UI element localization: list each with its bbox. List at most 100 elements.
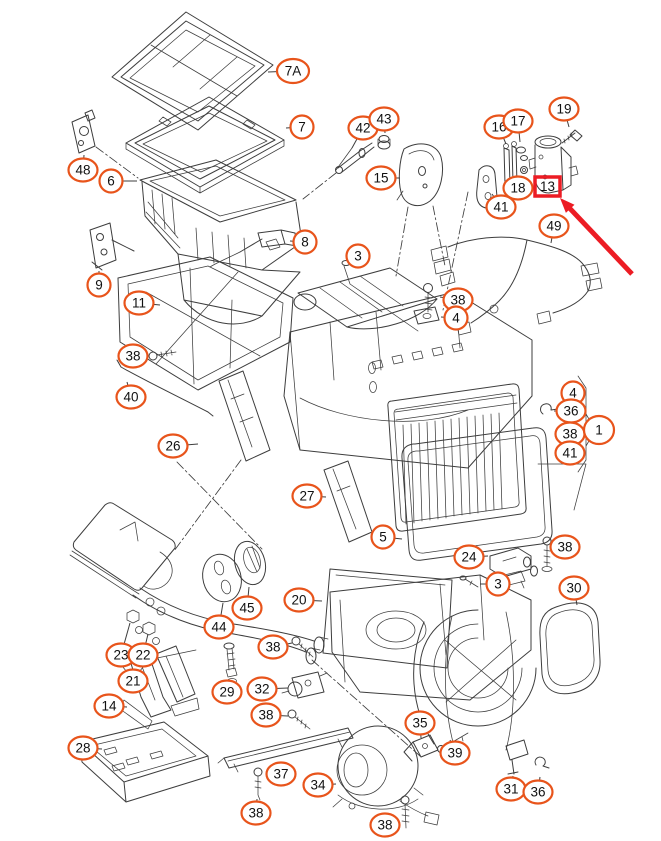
screw-38-left xyxy=(148,349,177,361)
callout-35[interactable]: 35 xyxy=(404,710,436,739)
callout-label: 39 xyxy=(447,746,462,761)
callout-label: 43 xyxy=(376,112,391,127)
rail-37 xyxy=(217,727,354,773)
callout-24[interactable]: 24 xyxy=(453,544,489,570)
callout-38[interactable]: 38 xyxy=(240,798,272,826)
highlighted-item-label: 13 xyxy=(540,179,555,194)
screw-38-panel xyxy=(291,636,314,658)
callout-45[interactable]: 45 xyxy=(231,586,263,621)
shaft-42-nut-43 xyxy=(335,135,391,174)
panel-20 xyxy=(322,568,453,669)
callout-6[interactable]: 6 xyxy=(98,168,138,194)
callout-label: 38 xyxy=(265,640,280,655)
callout-38[interactable]: 38 xyxy=(257,634,293,660)
callout-label: 38 xyxy=(377,818,392,833)
callout-19[interactable]: 19 xyxy=(548,96,580,128)
callout-17[interactable]: 17 xyxy=(502,108,534,143)
callout-38[interactable]: 38 xyxy=(369,812,401,838)
callout-40[interactable]: 40 xyxy=(115,381,147,410)
harness-49 xyxy=(430,236,603,336)
actuator-32 xyxy=(281,671,328,699)
callout-37[interactable]: 37 xyxy=(265,761,297,787)
callout-label: 11 xyxy=(132,296,146,311)
callout-38[interactable]: 38 xyxy=(549,534,581,560)
callout-9[interactable]: 9 xyxy=(86,271,112,298)
grommet-45 xyxy=(233,540,267,586)
rod-40 xyxy=(116,359,214,417)
callout-11[interactable]: 11 xyxy=(123,290,161,316)
callout-22[interactable]: 22 xyxy=(127,633,159,668)
callout-38[interactable]: 38 xyxy=(117,343,149,369)
callout-32[interactable]: 32 xyxy=(246,676,289,702)
screw-38-top xyxy=(423,283,433,313)
screw-38-under-rail xyxy=(253,767,263,801)
line-art xyxy=(69,11,603,829)
callout-label: 15 xyxy=(373,171,388,186)
callout-23[interactable]: 23 xyxy=(105,622,137,668)
callout-label: 9 xyxy=(95,278,103,293)
construction-lines xyxy=(95,146,469,757)
callout-26[interactable]: 26 xyxy=(157,433,199,459)
callout-label: 34 xyxy=(310,778,326,793)
callout-label: 1 xyxy=(595,423,603,438)
callout-36[interactable]: 36 xyxy=(522,776,554,805)
callout-21[interactable]: 21 xyxy=(117,668,149,694)
callout-3[interactable]: 3 xyxy=(345,243,371,269)
callout-label: 4 xyxy=(452,311,460,326)
callout-label: 38 xyxy=(258,708,273,723)
callout-4[interactable]: 4 xyxy=(440,305,469,331)
callout-8[interactable]: 8 xyxy=(289,229,318,255)
callout-label: 44 xyxy=(211,620,227,635)
callout-44[interactable]: 44 xyxy=(203,602,235,640)
motor-34 xyxy=(332,725,440,826)
callout-20[interactable]: 20 xyxy=(283,587,323,613)
callout-label: 3 xyxy=(494,577,502,592)
bracket-48 xyxy=(71,109,96,154)
callout-label: 4 xyxy=(569,386,577,401)
callout-49[interactable]: 49 xyxy=(538,213,570,244)
callout-label: 42 xyxy=(355,121,370,136)
callout-27[interactable]: 27 xyxy=(291,483,327,509)
callout-5[interactable]: 5 xyxy=(370,524,403,550)
callout-39[interactable]: 39 xyxy=(439,739,471,766)
callout-label: 8 xyxy=(301,235,309,250)
callout-label: 36 xyxy=(563,404,578,419)
callout-18[interactable]: 18 xyxy=(502,175,534,201)
callout-41[interactable]: 41 xyxy=(554,440,586,466)
callout-36[interactable]: 36 xyxy=(554,398,587,424)
callout-label: 31 xyxy=(503,782,518,797)
callout-7[interactable]: 7 xyxy=(285,114,315,140)
callout-label: 38 xyxy=(450,293,465,308)
callout-7A[interactable]: 7A xyxy=(267,57,311,85)
callout-3[interactable]: 3 xyxy=(480,571,511,597)
callout-label: 38 xyxy=(557,540,572,555)
housing-shell-11 xyxy=(117,256,294,391)
screw-38-mid xyxy=(541,536,553,572)
callout-29[interactable]: 29 xyxy=(211,679,243,705)
callout-label: 28 xyxy=(75,741,90,756)
callout-label: 7 xyxy=(298,120,306,135)
callout-14[interactable]: 14 xyxy=(93,693,128,719)
callout-label: 45 xyxy=(239,601,254,616)
callout-label: 19 xyxy=(556,102,571,117)
callout-31[interactable]: 31 xyxy=(495,775,527,802)
filter-frame-6 xyxy=(139,159,297,223)
callout-label: 36 xyxy=(530,785,545,800)
callout-38[interactable]: 38 xyxy=(554,421,586,447)
trim-duct-27 xyxy=(323,460,373,543)
callout-30[interactable]: 30 xyxy=(558,575,590,606)
callout-label: 30 xyxy=(566,581,581,596)
screw-38-actuator xyxy=(287,709,311,730)
main-housing xyxy=(283,291,533,469)
callout-48[interactable]: 48 xyxy=(67,154,99,183)
callout-label: 17 xyxy=(510,114,525,129)
callout-15[interactable]: 15 xyxy=(365,165,401,191)
callout-label: 22 xyxy=(135,648,150,663)
callout-43[interactable]: 43 xyxy=(368,106,400,134)
highlight-arrowhead xyxy=(560,198,575,213)
callout-1[interactable]: 1 xyxy=(582,414,616,446)
callout-38[interactable]: 38 xyxy=(250,702,289,728)
callout-34[interactable]: 34 xyxy=(302,772,337,798)
callout-28[interactable]: 28 xyxy=(67,735,103,761)
callout-41[interactable]: 41 xyxy=(485,193,517,220)
